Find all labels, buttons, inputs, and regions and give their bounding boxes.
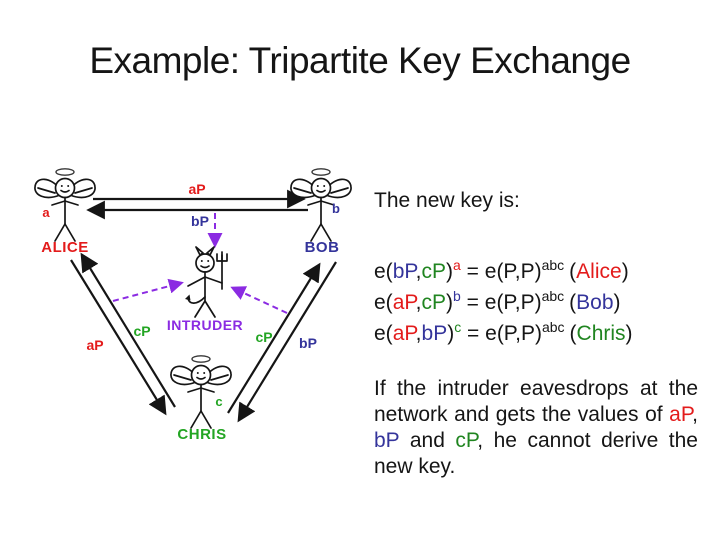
edge-label-bp-right: bP — [299, 335, 317, 351]
eq-arg1: bP — [392, 260, 416, 283]
eq-exponent-abc: abc — [541, 319, 565, 335]
eq-arg1: aP — [392, 322, 416, 345]
eq-mid: = e(P,P) — [460, 260, 542, 283]
eq-close-paren: ) — [621, 260, 629, 283]
edge-label-cp-left: cP — [133, 323, 150, 339]
arrow-alice-to-chris — [70, 259, 167, 416]
eq-exponent: a — [453, 257, 461, 273]
arrow-chris-to-alice — [80, 252, 176, 408]
para-ap: aP — [669, 403, 693, 426]
alice-label: ALICE — [41, 239, 89, 256]
alice-key-label: a — [42, 205, 50, 220]
eq-close: ) — [446, 291, 454, 314]
para-text: and — [399, 429, 456, 452]
para-text: , he cannot derive the new key. — [374, 429, 698, 478]
eq-text: e( — [374, 260, 393, 283]
equation-chris: e(aP,bP)c = e(P,P)abc(Chris) — [374, 318, 698, 349]
eq-exponent: b — [453, 288, 461, 304]
eq-arg1: aP — [392, 291, 416, 314]
eq-exponent-abc: abc — [541, 288, 565, 304]
eq-close-paren: ) — [613, 291, 621, 314]
para-text: , — [692, 403, 698, 426]
diagram-canvas: ALICE BOB CHRIS INTRUDER a b c aP bP aP … — [25, 155, 375, 443]
conclusion-text: If the intruder eavesdrops at the networ… — [374, 376, 698, 480]
chris-angel-icon — [171, 356, 231, 428]
chris-key-label: c — [215, 394, 222, 409]
equation-alice: e(bP,cP)a = e(P,P)abc(Alice) — [374, 256, 698, 287]
eq-open-paren: ( — [569, 291, 577, 314]
eq-comma: , — [415, 260, 422, 283]
intro-text: The new key is: — [374, 189, 520, 212]
eq-arg2: cP — [421, 291, 447, 314]
edge-label-ap-left: aP — [86, 337, 103, 353]
intruder-devil-icon — [185, 246, 228, 318]
eavesdrop-arrow-right — [230, 286, 288, 314]
para-bp: bP — [374, 429, 400, 452]
arrow-bob-to-chris — [237, 261, 337, 423]
arrow-chris-to-bob — [227, 262, 321, 414]
eavesdrop-arrow-left — [112, 278, 184, 302]
eq-owner: Bob — [576, 291, 614, 314]
eq-comma: , — [415, 322, 422, 345]
slide-title: Example: Tripartite Key Exchange — [89, 40, 631, 81]
bob-angel-icon — [291, 169, 351, 241]
eq-close: ) — [446, 260, 454, 283]
eq-exponent: c — [454, 319, 462, 335]
eq-mid: = e(P,P) — [460, 291, 542, 314]
intruder-label: INTRUDER — [167, 317, 243, 333]
edge-label-bp-top: bP — [191, 213, 209, 229]
edge-label-cp-right: cP — [255, 329, 272, 345]
para-text: If the intruder eavesdrops at the networ… — [374, 377, 698, 426]
para-cp: cP — [455, 429, 478, 452]
eq-text: e( — [374, 322, 393, 345]
eq-open-paren: ( — [569, 260, 577, 283]
equation-bob: e(aP,cP)b = e(P,P)abc(Bob) — [374, 287, 698, 318]
edge-label-ap-top: aP — [188, 181, 205, 197]
key-exchange-diagram: ALICE BOB CHRIS INTRUDER a b c aP bP aP … — [25, 155, 375, 485]
bob-label: BOB — [305, 239, 340, 256]
eq-arg2: bP — [421, 322, 448, 345]
eq-close-paren: ) — [625, 322, 633, 345]
eq-comma: , — [415, 291, 422, 314]
eq-text: e( — [374, 291, 393, 314]
eq-arg2: cP — [421, 260, 447, 283]
eq-open-paren: ( — [569, 322, 577, 345]
text-panel: The new key is: e(bP,cP)a = e(P,P)abc(Al… — [374, 188, 698, 480]
eq-owner: Alice — [576, 260, 622, 283]
eq-close: ) — [447, 322, 455, 345]
eq-mid: = e(P,P) — [461, 322, 542, 345]
chris-label: CHRIS — [177, 426, 226, 443]
eq-exponent-abc: abc — [541, 257, 565, 273]
bob-key-label: b — [332, 201, 340, 216]
eq-owner: Chris — [576, 322, 626, 345]
equations-block: e(bP,cP)a = e(P,P)abc(Alice) e(aP,cP)b =… — [374, 256, 698, 349]
